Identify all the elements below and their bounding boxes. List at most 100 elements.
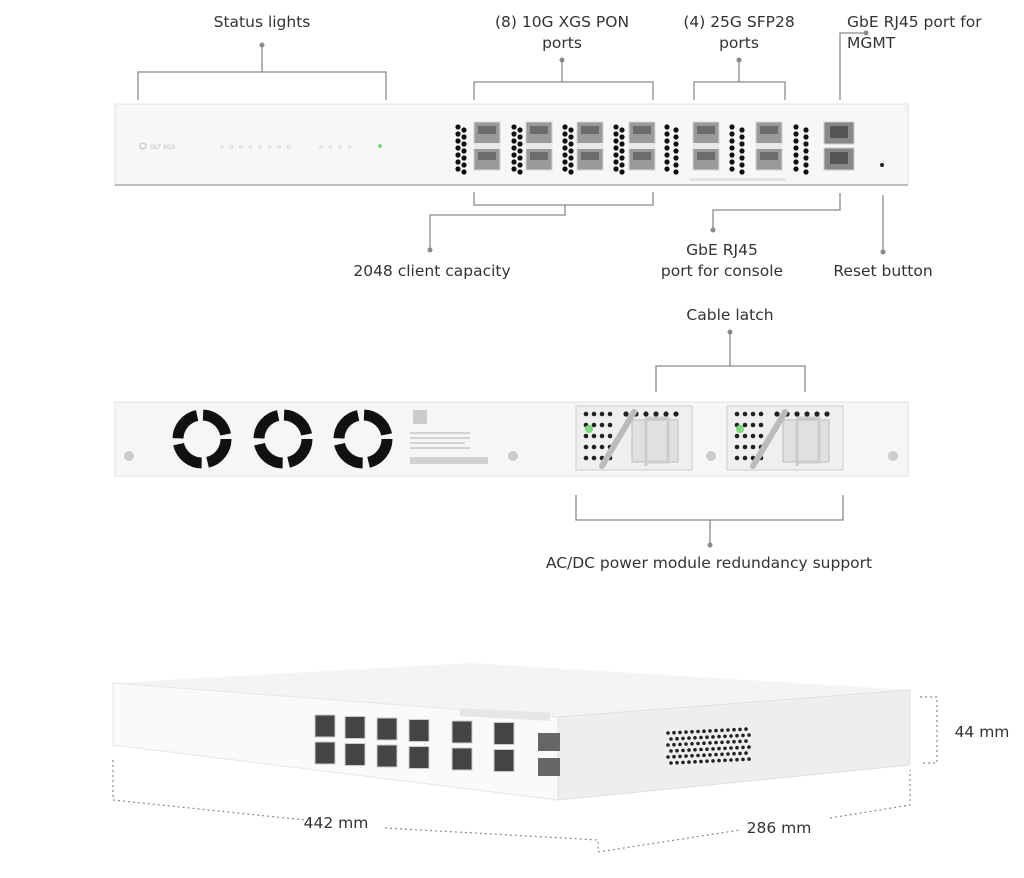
pon-led bbox=[248, 145, 253, 149]
label-sfp28-2: ports bbox=[719, 34, 759, 52]
vent-hole bbox=[511, 159, 517, 165]
vent-hole bbox=[461, 155, 467, 161]
port bbox=[408, 746, 430, 769]
vent-hole bbox=[517, 134, 523, 140]
port bbox=[314, 714, 336, 738]
vent-hole bbox=[739, 155, 745, 161]
label-client-capacity: 2048 client capacity bbox=[353, 262, 511, 280]
console-leader bbox=[712, 193, 841, 230]
vent-hole bbox=[803, 162, 809, 168]
vent-hole bbox=[568, 169, 574, 175]
vent-hole bbox=[664, 131, 670, 137]
cable-latch bbox=[599, 409, 637, 469]
port bbox=[408, 719, 430, 742]
vent-hole bbox=[511, 124, 517, 130]
label-pon-ports-1: (8) 10G XGS PON bbox=[494, 13, 630, 31]
perspective-view bbox=[112, 663, 911, 801]
vent-hole bbox=[739, 127, 745, 133]
power-modules bbox=[575, 405, 844, 471]
vent-hole bbox=[793, 138, 799, 144]
vent-hole bbox=[511, 131, 517, 137]
vent-hole bbox=[729, 131, 735, 137]
vent-hole bbox=[461, 148, 467, 154]
vent-hole bbox=[619, 134, 625, 140]
vent-hole bbox=[562, 138, 568, 144]
port bbox=[344, 743, 366, 766]
vent-hole bbox=[461, 134, 467, 140]
vent-hole bbox=[793, 152, 799, 158]
sfp28-led bbox=[347, 145, 352, 149]
vent-hole bbox=[455, 159, 461, 165]
vent-hole bbox=[739, 169, 745, 175]
vent-hole bbox=[568, 127, 574, 133]
vent-hole bbox=[613, 145, 619, 151]
label-pon-ports-2: ports bbox=[542, 34, 582, 52]
vent-hole bbox=[455, 131, 461, 137]
fan-icon bbox=[253, 409, 313, 469]
vent-hole bbox=[562, 124, 568, 130]
pon-led bbox=[239, 145, 243, 149]
vent-hole bbox=[455, 145, 461, 151]
label-cable-latch: Cable latch bbox=[686, 306, 774, 324]
vent-hole bbox=[455, 152, 461, 158]
perspective-ports bbox=[314, 714, 515, 772]
port bbox=[451, 720, 473, 744]
qr-code bbox=[413, 410, 427, 424]
vent-hole bbox=[664, 124, 670, 130]
label-mgmt-1: GbE RJ45 port for bbox=[847, 13, 982, 31]
port bbox=[376, 744, 398, 768]
vent-hole bbox=[664, 138, 670, 144]
vent-hole bbox=[455, 124, 461, 130]
dimension-lines bbox=[112, 696, 938, 853]
pon-bracket bbox=[473, 60, 654, 100]
vent-hole bbox=[793, 159, 799, 165]
sfp-ports bbox=[473, 121, 783, 171]
port bbox=[314, 741, 336, 765]
psu-status-led bbox=[585, 425, 593, 433]
vent-hole bbox=[461, 141, 467, 147]
vent-hole bbox=[517, 162, 523, 168]
sfp28-led bbox=[328, 145, 333, 149]
power-module bbox=[575, 405, 693, 471]
vent-hole bbox=[455, 138, 461, 144]
vent-hole bbox=[517, 169, 523, 175]
vent-hole bbox=[568, 148, 574, 154]
port bbox=[493, 722, 515, 745]
pon-led bbox=[277, 145, 281, 149]
vent-hole bbox=[739, 134, 745, 140]
vent-hole bbox=[511, 145, 517, 151]
vent-hole bbox=[562, 145, 568, 151]
power-bracket bbox=[575, 495, 844, 545]
vent-hole bbox=[619, 127, 625, 133]
vent-hole bbox=[803, 134, 809, 140]
vent-hole bbox=[619, 141, 625, 147]
fan-icon bbox=[172, 409, 232, 469]
vent-hole bbox=[562, 152, 568, 158]
logo-icon bbox=[139, 142, 147, 150]
vent-hole bbox=[673, 134, 679, 140]
status-lights-bracket bbox=[137, 45, 387, 100]
pon-led bbox=[229, 145, 234, 149]
sfp28-led bbox=[338, 145, 342, 149]
power-socket bbox=[782, 419, 830, 463]
port bbox=[493, 749, 515, 772]
mgmt-leader bbox=[839, 32, 866, 100]
vent-hole bbox=[793, 166, 799, 172]
pon-led bbox=[267, 145, 272, 149]
fan-icon bbox=[333, 409, 393, 469]
vent-hole bbox=[511, 138, 517, 144]
vent-hole bbox=[793, 145, 799, 151]
vent-hole bbox=[613, 159, 619, 165]
vent-hole bbox=[803, 148, 809, 154]
port bbox=[344, 716, 366, 739]
vent-hole bbox=[517, 141, 523, 147]
vent-hole bbox=[793, 131, 799, 137]
front-panel: OLT XGS bbox=[114, 103, 909, 186]
label-reset-button: Reset button bbox=[833, 262, 933, 280]
vent-hole bbox=[613, 138, 619, 144]
vent-hole bbox=[511, 152, 517, 158]
vent-hole bbox=[461, 169, 467, 175]
cable-latch bbox=[750, 409, 788, 469]
vent-hole bbox=[517, 155, 523, 161]
